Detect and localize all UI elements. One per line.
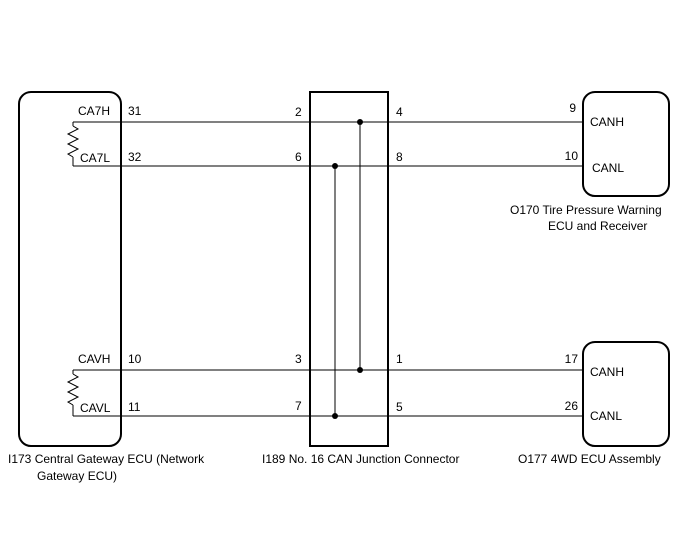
gateway-caption-line2: Gateway ECU)	[37, 469, 117, 483]
junction-pin-3: 3	[295, 352, 302, 366]
tire-pressure-ecu-box	[582, 91, 670, 197]
gateway-pin-11: 11	[128, 400, 141, 414]
4wd-pin-26: 26	[565, 399, 579, 413]
junction-pin-6: 6	[295, 150, 302, 164]
gateway-signal-cavl: CAVL	[80, 401, 111, 415]
gateway-signal-cavh: CAVH	[78, 352, 110, 366]
tpws-signal-canh: CANH	[590, 115, 624, 129]
4wd-signal-canl: CANL	[590, 409, 622, 423]
junction-caption: I189 No. 16 CAN Junction Connector	[262, 452, 459, 466]
junction-node-high-bottom	[357, 367, 363, 373]
gateway-signal-ca7h: CA7H	[78, 104, 110, 118]
termination-resistor-lower	[66, 369, 121, 417]
junction-connector-box	[309, 91, 389, 447]
tpws-pin-10: 10	[565, 149, 579, 163]
gateway-signal-ca7l: CA7L	[80, 151, 110, 165]
gateway-caption-line1: I173 Central Gateway ECU (Network	[8, 452, 205, 466]
junction-pin-7: 7	[295, 399, 302, 413]
junction-pin-5: 5	[396, 400, 403, 414]
junction-pin-1: 1	[396, 352, 403, 366]
tpws-caption-line2: ECU and Receiver	[548, 219, 647, 233]
tpws-caption-line1: O170 Tire Pressure Warning	[510, 203, 662, 217]
junction-node-high-top	[357, 119, 363, 125]
gateway-pin-31: 31	[128, 104, 142, 118]
junction-pin-8: 8	[396, 150, 403, 164]
4wd-signal-canh: CANH	[590, 365, 624, 379]
gateway-pin-32: 32	[128, 150, 142, 164]
gateway-pin-10: 10	[128, 352, 142, 366]
junction-pin-4: 4	[396, 105, 403, 119]
termination-resistor-upper	[66, 121, 121, 167]
4wd-pin-17: 17	[565, 352, 579, 366]
junction-pin-2: 2	[295, 105, 302, 119]
junction-node-low-top	[332, 163, 338, 169]
junction-node-low-bottom	[332, 413, 338, 419]
central-gateway-ecu-box	[18, 91, 122, 447]
tpws-signal-canl: CANL	[592, 161, 624, 175]
4wd-caption: O177 4WD ECU Assembly	[518, 452, 661, 466]
4wd-ecu-box	[582, 341, 670, 447]
tpws-pin-9: 9	[569, 101, 576, 115]
